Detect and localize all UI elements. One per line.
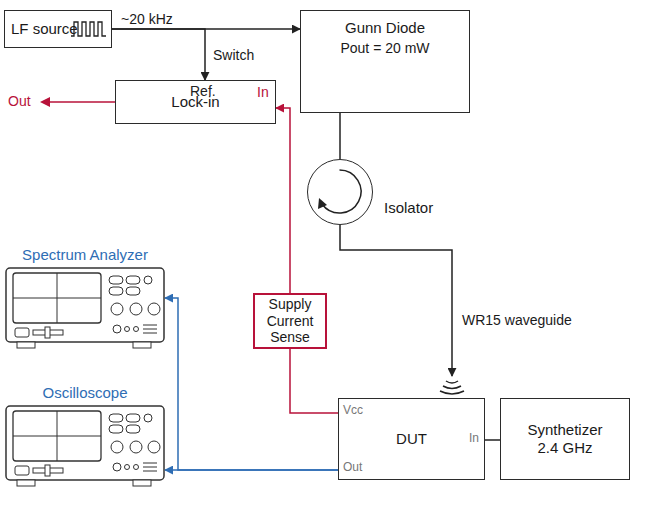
edge-label: WR15 waveguide	[460, 312, 574, 328]
spectrum-analyzer: Spectrum Analyzer	[5, 246, 165, 350]
connector	[340, 225, 452, 376]
pin-label: In	[469, 432, 479, 446]
node-title: Synthetizer	[527, 421, 602, 439]
node-subtitle: 2.4 GHz	[537, 439, 592, 457]
node-title: Supply Current Sense	[257, 296, 323, 346]
oscilloscope: Oscilloscope	[5, 384, 165, 490]
isolator-circle: Isolator	[307, 159, 373, 225]
output-arrowhead	[40, 97, 50, 107]
pin-label: Vcc	[343, 404, 363, 418]
connector	[339, 113, 341, 159]
node-title: LF source	[11, 20, 78, 38]
port-label: Ref.	[190, 83, 216, 99]
output-label: Out	[8, 93, 31, 109]
oscillator-box: Gunn DiodePout = 20 mW	[300, 10, 470, 113]
connector	[276, 108, 290, 293]
instrument-illustration	[5, 267, 165, 350]
edge-label: Switch	[211, 47, 256, 63]
node-title: Gunn Diode	[345, 19, 425, 37]
node-title: DUT	[396, 430, 427, 448]
connector	[290, 349, 338, 413]
radiation-wave	[446, 381, 458, 383]
connector	[485, 439, 500, 441]
synthesizer-box: Synthetizer2.4 GHz	[500, 398, 630, 480]
output-wire	[48, 101, 115, 103]
radiation-wave	[440, 391, 464, 394]
pin-label: Out	[343, 461, 362, 475]
source-box: LF source	[4, 10, 112, 48]
node-title: Isolator	[384, 199, 433, 217]
port-label: In	[257, 84, 269, 100]
circulator-arrow	[308, 160, 371, 223]
connector	[165, 469, 338, 471]
radiation-wave	[443, 386, 461, 389]
node-title: Spectrum Analyzer	[22, 246, 148, 264]
current-sense-box: Supply Current Sense	[253, 293, 327, 349]
instrument-illustration	[5, 405, 165, 489]
connector	[112, 29, 205, 80]
node-title: Oscilloscope	[42, 384, 127, 402]
edge-label: ~20 kHz	[119, 11, 175, 27]
node-subtitle: Pout = 20 mW	[340, 40, 429, 57]
